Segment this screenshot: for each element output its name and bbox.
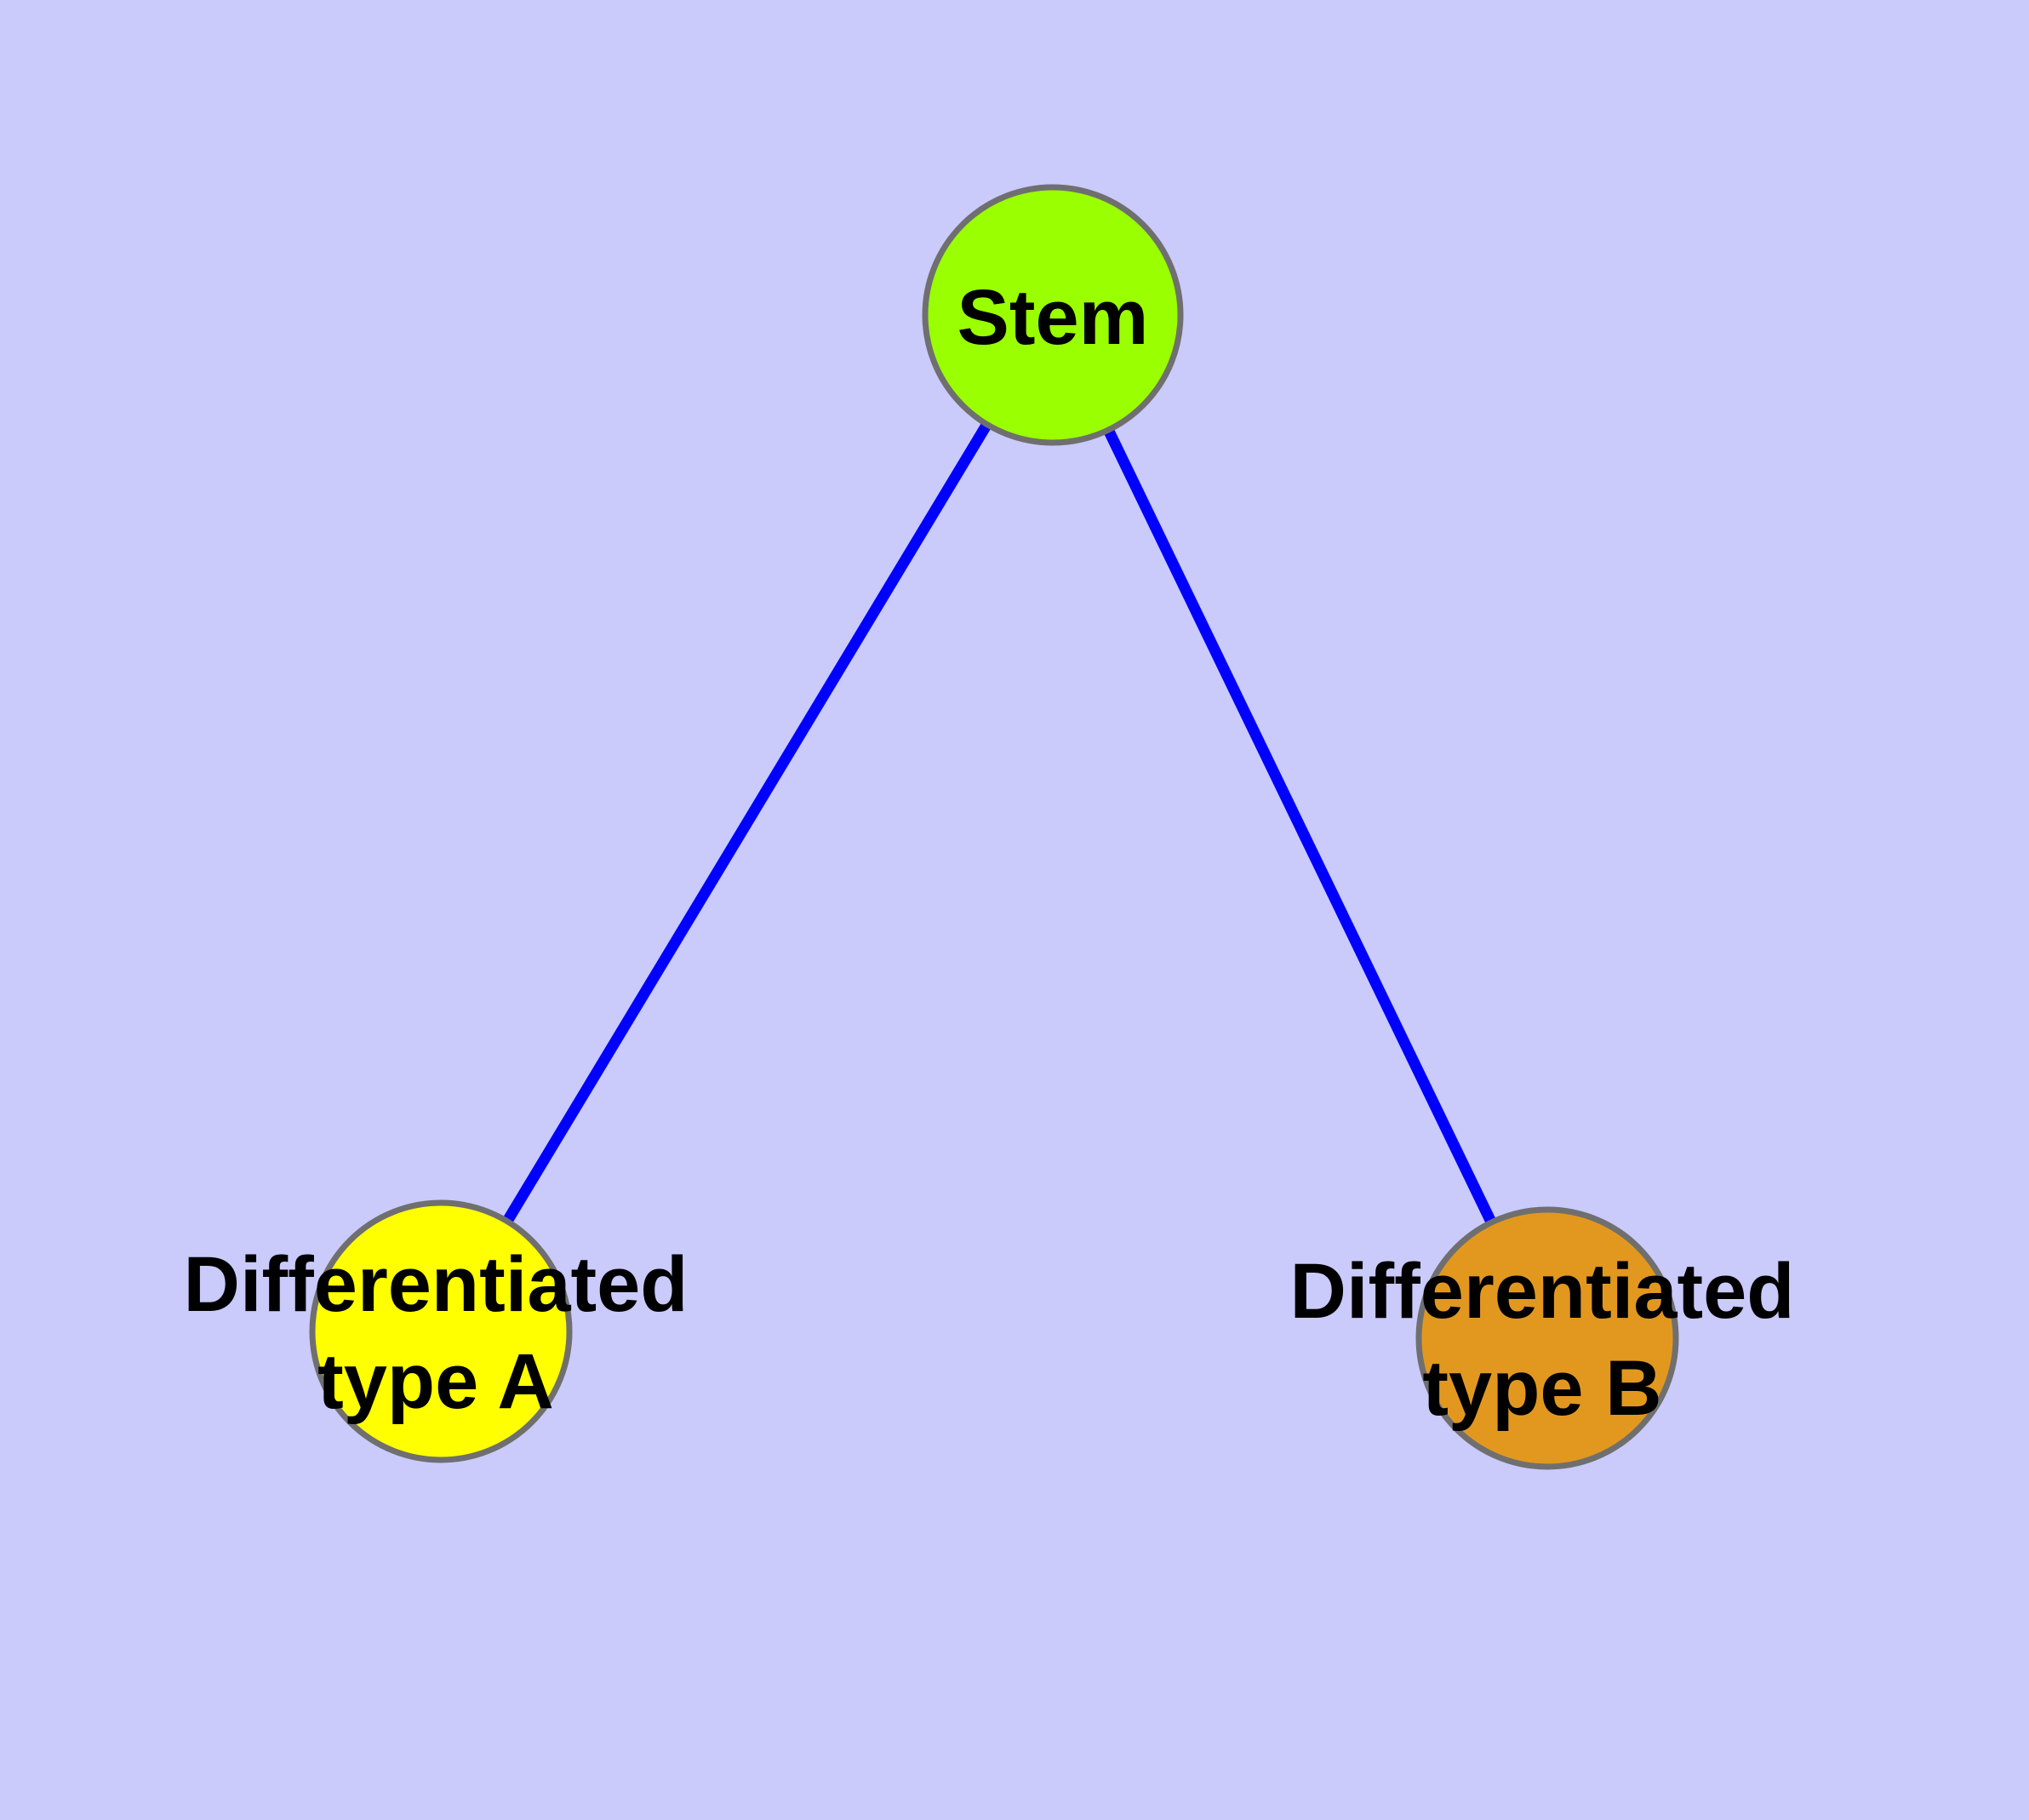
- node-label-stem: Stem: [957, 274, 1149, 361]
- node-differentiated-type-a: [309, 1199, 573, 1463]
- node-stem: [922, 184, 1184, 446]
- node-differentiated-type-b: [1415, 1206, 1679, 1470]
- edge-group: [436, 312, 1552, 1341]
- edge-stem-to-type-a: [436, 312, 1058, 1335]
- node-group: [309, 184, 1679, 1470]
- edge-stem-to-type-b: [1048, 312, 1552, 1341]
- node-label-type-b-line1: Differentiated: [1290, 1248, 1795, 1335]
- label-group: Stem Differentiated type A Differentiate…: [184, 274, 1795, 1432]
- node-label-type-a-line2: type A: [317, 1338, 554, 1425]
- node-label-type-a-line1: Differentiated: [184, 1241, 689, 1328]
- node-label-type-b-line2: type B: [1422, 1345, 1661, 1432]
